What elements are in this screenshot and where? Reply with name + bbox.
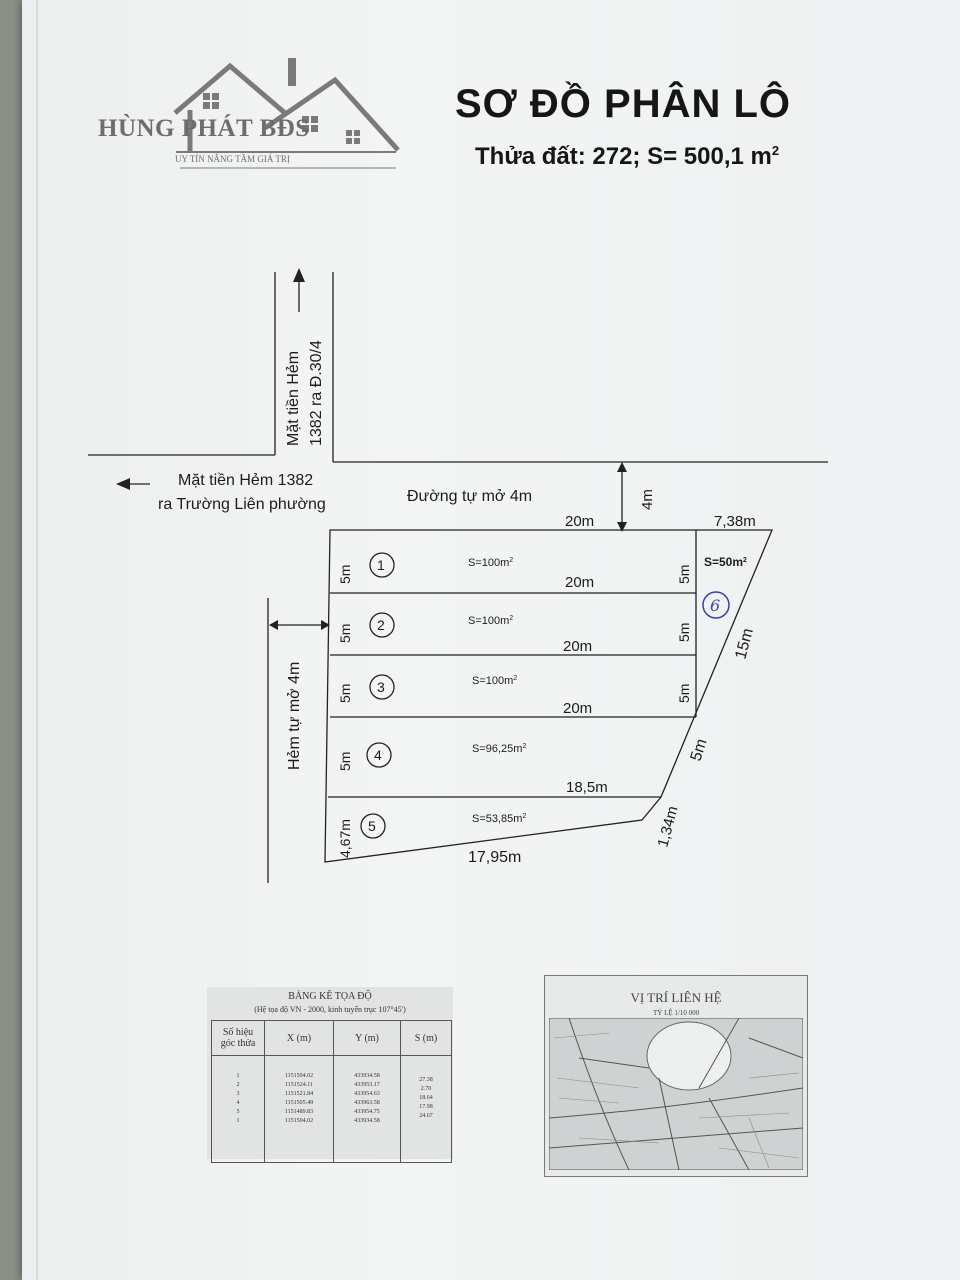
svg-text:1: 1 <box>377 557 385 573</box>
svg-text:5: 5 <box>368 818 376 834</box>
svg-text:4,67m: 4,67m <box>337 819 353 858</box>
svg-text:5m: 5m <box>688 737 711 763</box>
page-title: SƠ ĐỒ PHÂN LÔ <box>455 82 792 126</box>
logo-house-icon <box>173 58 400 169</box>
logo-slogan: UY TÍN NÂNG TẦM GIÁ TRỊ <box>175 154 290 164</box>
svg-text:18,5m: 18,5m <box>566 779 608 796</box>
lot-2-area: S=100m2 <box>468 615 513 627</box>
svg-text:20m: 20m <box>563 638 592 655</box>
svg-text:2: 2 <box>377 617 385 633</box>
top-road-label-2: 1382 ra Đ.30/4 <box>308 340 325 446</box>
svg-text:17,95m: 17,95m <box>468 849 521 866</box>
svg-text:5m: 5m <box>337 624 353 643</box>
subdivision-diagram: Mặt tiền Hẻm 1382 ra Đ.30/4 Mặt tiền Hẻm… <box>88 268 828 883</box>
top-road-label-1: Mặt tiền Hẻm <box>285 351 302 446</box>
svg-text:20m: 20m <box>565 574 594 591</box>
svg-text:5m: 5m <box>676 623 692 642</box>
lot-3-area: S=100m2 <box>472 675 517 687</box>
svg-text:5m: 5m <box>337 752 353 771</box>
location-map-scale: TỶ LỆ 1/10 000 <box>653 1009 700 1017</box>
left-road-label-2: ra Trường Liên phường <box>158 496 326 513</box>
coordinate-table-subtitle: (Hệ tọa độ VN - 2000, kinh tuyến trục 10… <box>254 1005 406 1014</box>
svg-text:20m: 20m <box>565 513 594 530</box>
new-road-label: Đường tự mở 4m <box>407 488 532 505</box>
logo-name: HÙNG PHÁT BĐS <box>98 115 310 142</box>
svg-text:20m: 20m <box>563 700 592 717</box>
svg-text:7,38m: 7,38m <box>714 513 756 530</box>
road-width-label: 4m <box>639 489 656 510</box>
svg-text:15m: 15m <box>732 627 756 661</box>
page-edge <box>36 0 38 1280</box>
coordinate-table: BẢNG KÊ TỌA ĐỘ (Hệ tọa độ VN - 2000, kin… <box>207 987 453 1163</box>
svg-text:6: 6 <box>710 596 720 615</box>
alley-label: Hẻm tự mở 4m <box>286 662 303 770</box>
svg-text:5m: 5m <box>676 684 692 703</box>
lot-4-area: S=96,25m2 <box>472 743 526 755</box>
lot-5-area: S=53,85m2 <box>472 813 526 825</box>
lot-1-area: S=100m2 <box>468 557 513 569</box>
page-subtitle: Thửa đất: 272; S= 500,1 m2 <box>475 143 780 170</box>
svg-text:5m: 5m <box>337 565 353 584</box>
svg-text:5m: 5m <box>676 565 692 584</box>
svg-text:4: 4 <box>374 747 382 763</box>
coordinate-table-title: BẢNG KÊ TỌA ĐỘ <box>288 991 372 1002</box>
location-map-title: VỊ TRÍ LIÊN HỆ <box>630 990 722 1005</box>
svg-text:3: 3 <box>377 679 385 695</box>
lot-6-area: S=50m2 <box>704 555 747 569</box>
svg-text:5m: 5m <box>337 684 353 703</box>
map-sketch <box>549 1018 803 1170</box>
location-map: VỊ TRÍ LIÊN HỆ TỶ LỆ 1/10 000 <box>544 975 808 1177</box>
svg-text:1,34m: 1,34m <box>654 804 681 849</box>
left-road-label-1: Mặt tiền Hẻm 1382 <box>178 472 313 489</box>
